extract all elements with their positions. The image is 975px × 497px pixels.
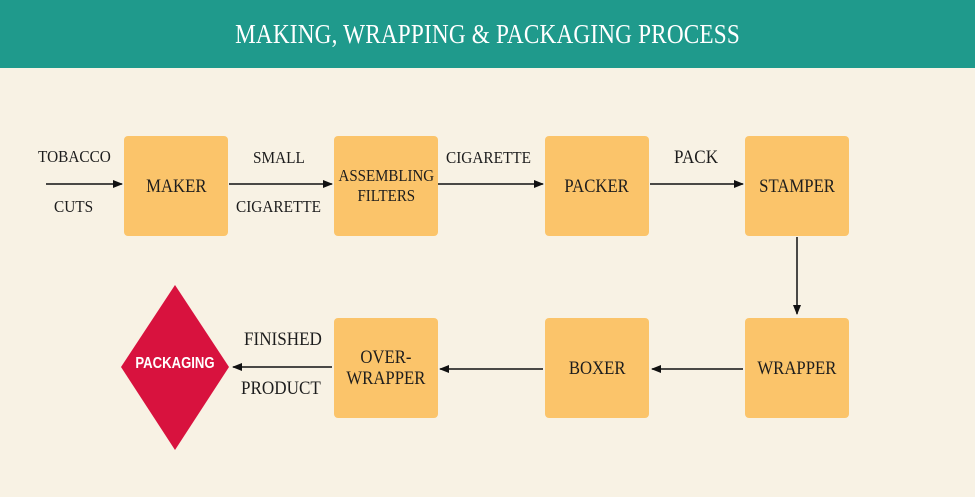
edge-label-finished: FINISHED: [244, 329, 322, 350]
node-maker: MAKER: [124, 136, 228, 236]
title-bar: MAKING, WRAPPING & PACKAGING PROCESS: [0, 0, 975, 68]
edge-label-tobacco: TOBACCO: [38, 147, 111, 166]
node-boxer-label: BOXER: [568, 357, 626, 379]
edge-label-cigarette-1: CIGARETTE: [236, 197, 321, 216]
page-title: MAKING, WRAPPING & PACKAGING PROCESS: [235, 18, 740, 49]
node-assembling-filters-label: ASSEMBLING FILTERS: [338, 166, 434, 205]
node-packaging-label: PACKAGING: [135, 355, 215, 372]
node-boxer: BOXER: [545, 318, 649, 418]
edge-label-small: SMALL: [253, 148, 305, 167]
node-packer: PACKER: [545, 136, 649, 236]
node-stamper: STAMPER: [745, 136, 849, 236]
node-over-wrapper-label: OVER- WRAPPER: [346, 347, 426, 389]
node-wrapper-label: WRAPPER: [757, 357, 837, 379]
node-maker-label: MAKER: [145, 175, 207, 197]
packaging-diamond: [121, 285, 229, 450]
edge-label-product: PRODUCT: [241, 378, 321, 399]
node-stamper-label: STAMPER: [759, 175, 835, 197]
node-packer-label: PACKER: [564, 175, 630, 197]
node-assembling-filters: ASSEMBLING FILTERS: [334, 136, 438, 236]
edge-label-cuts: CUTS: [54, 197, 94, 216]
node-wrapper: WRAPPER: [745, 318, 849, 418]
node-over-wrapper: OVER- WRAPPER: [334, 318, 438, 418]
edge-label-pack: PACK: [674, 147, 719, 168]
edge-label-cigarette-2: CIGARETTE: [446, 148, 531, 167]
